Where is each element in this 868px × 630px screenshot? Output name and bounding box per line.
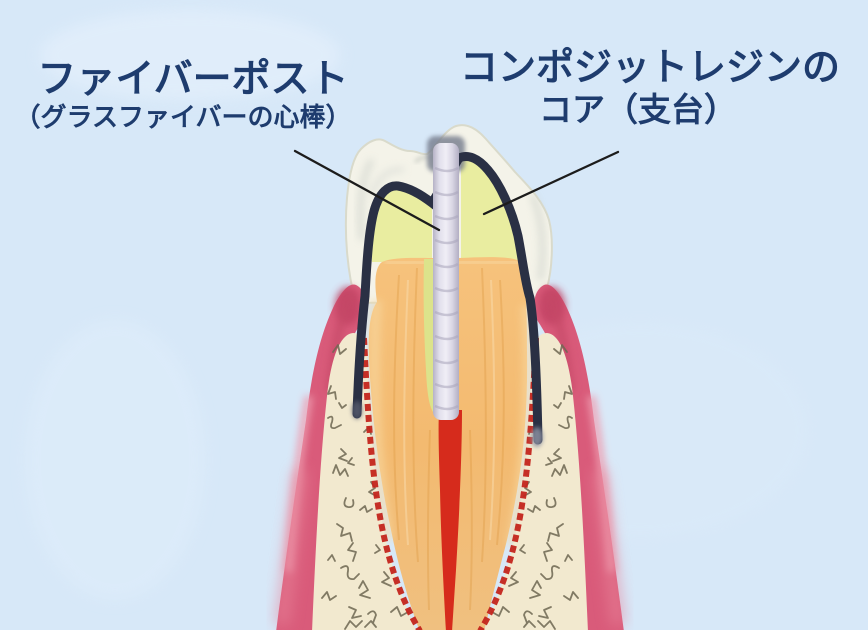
post-segment-line (434, 310, 459, 317)
crown-shade-stroke (529, 193, 545, 281)
post-segment-line (434, 190, 459, 197)
crown-shade-stroke (369, 167, 405, 196)
bone-squiggle (344, 620, 363, 630)
label-fiber-post-subtitle: （グラスファイバーの心棒） (0, 102, 366, 132)
bone-squiggle (347, 457, 355, 466)
dentin-texture-stroke (393, 274, 400, 541)
dentin-texture-stroke (481, 267, 487, 563)
bone-squiggle (347, 542, 357, 562)
label-resin-core-subtitle-text: コア（支台） (539, 91, 737, 128)
bone-squiggle (367, 610, 377, 624)
gingiva-light-wash (275, 469, 308, 626)
bone-squiggle (332, 344, 347, 355)
dentin-rim (368, 299, 394, 542)
bone-squiggle (332, 464, 349, 477)
cloud (25, 320, 205, 600)
bone-squiggle (359, 505, 373, 513)
dentin-texture-stroke (469, 429, 473, 611)
bone-squiggle (390, 606, 409, 617)
post-segment-line (434, 334, 459, 341)
post-segment-line (434, 166, 459, 173)
leader-line-fiber-post (293, 149, 441, 232)
alveolar-bone-shape (312, 333, 417, 630)
dentin-texture-light (403, 279, 496, 546)
fiber-post-segments (434, 166, 459, 411)
label-resin-core-subtitle: コア（支台） (452, 91, 824, 128)
bone-squiggle (327, 415, 342, 430)
dentin-texture-stroke (426, 429, 431, 611)
post-segment-line (434, 358, 459, 365)
bone-squiggle (364, 620, 377, 628)
bone-squiggle (340, 565, 360, 580)
label-resin-core-title: コンポジットレジンの (452, 47, 848, 89)
post-segment-line (434, 238, 459, 245)
dentin-texture-stroke (496, 279, 505, 546)
bone-squiggle (336, 523, 353, 542)
margin-end-blob-left (352, 401, 362, 419)
dentin-rim (506, 304, 535, 547)
post-segment-line (434, 262, 459, 269)
bone-squiggle (374, 544, 381, 554)
bone-squiggle (358, 580, 371, 599)
bone-squiggle (343, 497, 355, 509)
crown-shading (358, 155, 545, 281)
label-fiber-post-subtitle-text: （グラスファイバーの心棒） (14, 102, 352, 132)
dentin-texture-stroke (412, 267, 419, 563)
dentin-texture (393, 267, 505, 611)
leader-line-resin-core (482, 150, 620, 216)
bone-squiggle (327, 554, 336, 562)
fiber-post-shape (433, 143, 459, 420)
dentin-texture-stroke (489, 279, 496, 541)
bone-squiggle (327, 385, 337, 400)
post-segment-line (434, 286, 459, 293)
post-segment-line (434, 404, 459, 411)
root-canal-filling-shape (438, 410, 462, 630)
margin-end-blob-right (531, 427, 543, 447)
cloud (40, 10, 340, 100)
post-segment-line (434, 214, 459, 221)
label-fiber-post-title-text: ファイバーポスト (37, 58, 349, 101)
composite-core-left-shape (371, 188, 432, 262)
label-fiber-post-title: ファイバーポスト (28, 58, 358, 101)
resin-cement-strip (423, 259, 433, 412)
bone-squiggle (338, 448, 348, 462)
bone-squiggle (321, 591, 337, 601)
post-segment-line (434, 382, 459, 389)
dentin-texture-stroke (403, 279, 409, 546)
periodontium-left (275, 284, 423, 630)
bone-squiggle (338, 402, 347, 409)
bone-squiggle (381, 571, 392, 587)
crown-shade-stroke (358, 158, 375, 241)
bone-squiggle (348, 606, 362, 619)
label-resin-core-title-text: コンポジットレジンの (459, 47, 840, 89)
periodontal-ligament-line (361, 337, 423, 630)
